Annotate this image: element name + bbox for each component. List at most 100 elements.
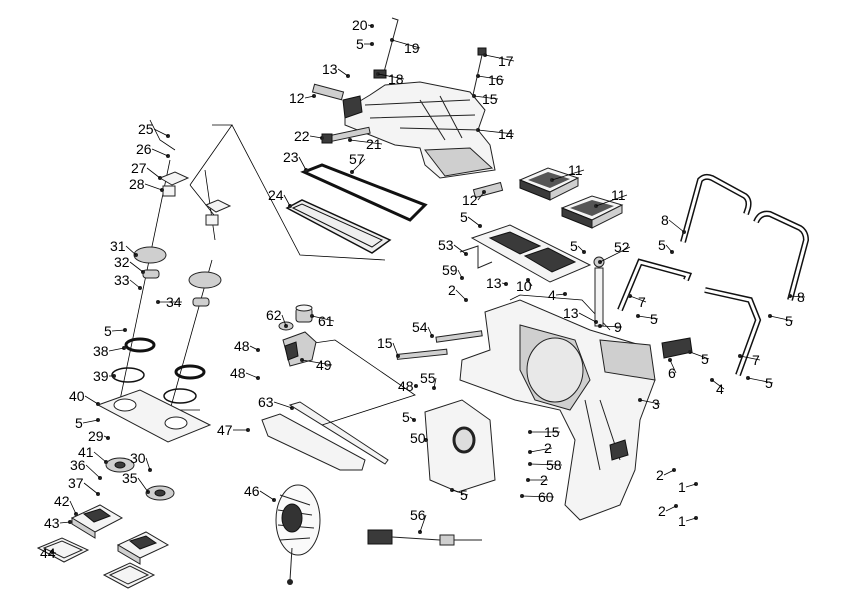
leader-line	[349, 139, 383, 145]
handle-7-right	[704, 287, 762, 377]
strip-47	[261, 413, 366, 471]
leader-line	[467, 216, 481, 227]
leader-line	[521, 495, 555, 498]
leader-line	[451, 489, 469, 496]
leader-line	[555, 293, 566, 296]
leader-line	[129, 279, 141, 289]
strip-63	[288, 401, 389, 465]
leader-line	[639, 399, 661, 405]
callout-label: 29	[88, 428, 104, 444]
leader-line	[529, 447, 553, 453]
callout-label: 12	[462, 192, 478, 208]
leader-line	[351, 158, 366, 173]
callout-label: 5	[356, 36, 364, 52]
ring-32-left	[142, 269, 160, 279]
main-housing-3	[459, 299, 656, 521]
pipe-12-top	[311, 83, 345, 101]
callout-label: 4	[716, 381, 724, 397]
cup-28-right	[205, 214, 219, 226]
leader-line	[392, 342, 399, 357]
callout-label: 5	[402, 409, 410, 425]
leader-line	[273, 401, 293, 409]
leader-line	[59, 521, 71, 524]
leader-line	[484, 54, 515, 62]
cap-61	[295, 304, 313, 323]
callout-label: 30	[130, 450, 146, 466]
leader-line	[629, 295, 647, 303]
callout-label: 61	[318, 313, 334, 329]
callout-label: 5	[650, 311, 658, 327]
diaphragm-41	[105, 457, 135, 473]
callout-label: 32	[114, 254, 130, 270]
handle-8-left	[680, 173, 752, 243]
leader-line	[111, 329, 126, 332]
callout-label: 40	[69, 388, 85, 404]
leader-line	[51, 551, 57, 554]
pad-44-left	[36, 537, 90, 563]
leader-line	[283, 194, 291, 207]
callout-label: 63	[258, 394, 274, 410]
leader-line	[83, 482, 99, 495]
filter-frame-10	[459, 224, 592, 283]
column-top-27	[158, 171, 190, 186]
side-plate-50	[424, 399, 496, 493]
leader-lines	[51, 24, 806, 554]
leader-line	[145, 457, 151, 471]
motor-49	[282, 331, 317, 367]
rod-22-21	[321, 126, 371, 144]
leader-line	[93, 451, 107, 463]
leader-line	[789, 295, 806, 298]
block-43-left	[70, 504, 124, 539]
leader-line	[747, 377, 774, 384]
callout-label: 19	[404, 40, 420, 56]
leader-line	[301, 359, 333, 366]
leader-line	[144, 183, 163, 191]
leader-line	[578, 312, 597, 323]
callout-label: 16	[488, 72, 504, 88]
callout-label: 8	[661, 212, 669, 228]
leader-line	[599, 325, 623, 328]
leader-line	[477, 75, 505, 81]
cap-31-right	[188, 271, 222, 289]
callout-label: 48	[230, 365, 246, 381]
leader-line	[125, 245, 137, 256]
leader-line	[146, 167, 161, 179]
callout-label: 13	[322, 61, 338, 77]
leader-line	[304, 95, 315, 99]
callout-label: 13	[563, 305, 579, 321]
callout-label: 17	[498, 53, 514, 69]
callout-label: 41	[78, 444, 94, 460]
callout-label: 59	[442, 262, 458, 278]
leader-line	[337, 68, 349, 77]
callout-label: 26	[136, 141, 152, 157]
callout-label: 24	[268, 187, 284, 203]
handle-8-right	[753, 210, 810, 301]
callout-label: 5	[570, 238, 578, 254]
leader-line	[245, 372, 259, 379]
callout-label: 7	[638, 294, 646, 310]
leader-line	[249, 345, 259, 351]
top-shroud	[342, 81, 496, 179]
leader-line	[151, 148, 169, 157]
leader-line	[669, 359, 677, 374]
callout-label: 35	[122, 470, 138, 486]
callout-label: 10	[516, 278, 532, 294]
plate-40	[96, 389, 212, 443]
callout-label: 42	[54, 493, 70, 509]
callout-label: 54	[412, 319, 428, 335]
top-27-right	[204, 199, 232, 213]
callout-label: 38	[93, 343, 109, 359]
callout-label: 5	[658, 237, 666, 253]
block-43-right	[116, 531, 170, 565]
leader-line	[455, 289, 467, 301]
callout-label: 15	[482, 91, 498, 107]
bracket-6	[661, 337, 693, 359]
leader-line	[689, 351, 710, 360]
leader-line	[457, 269, 463, 279]
callout-label: 6	[668, 365, 676, 381]
callout-label: 1	[678, 513, 686, 529]
callout-label: 36	[70, 457, 86, 473]
callout-label: 5	[75, 415, 83, 431]
filter-11-top	[518, 167, 580, 201]
leader-line	[665, 505, 677, 512]
